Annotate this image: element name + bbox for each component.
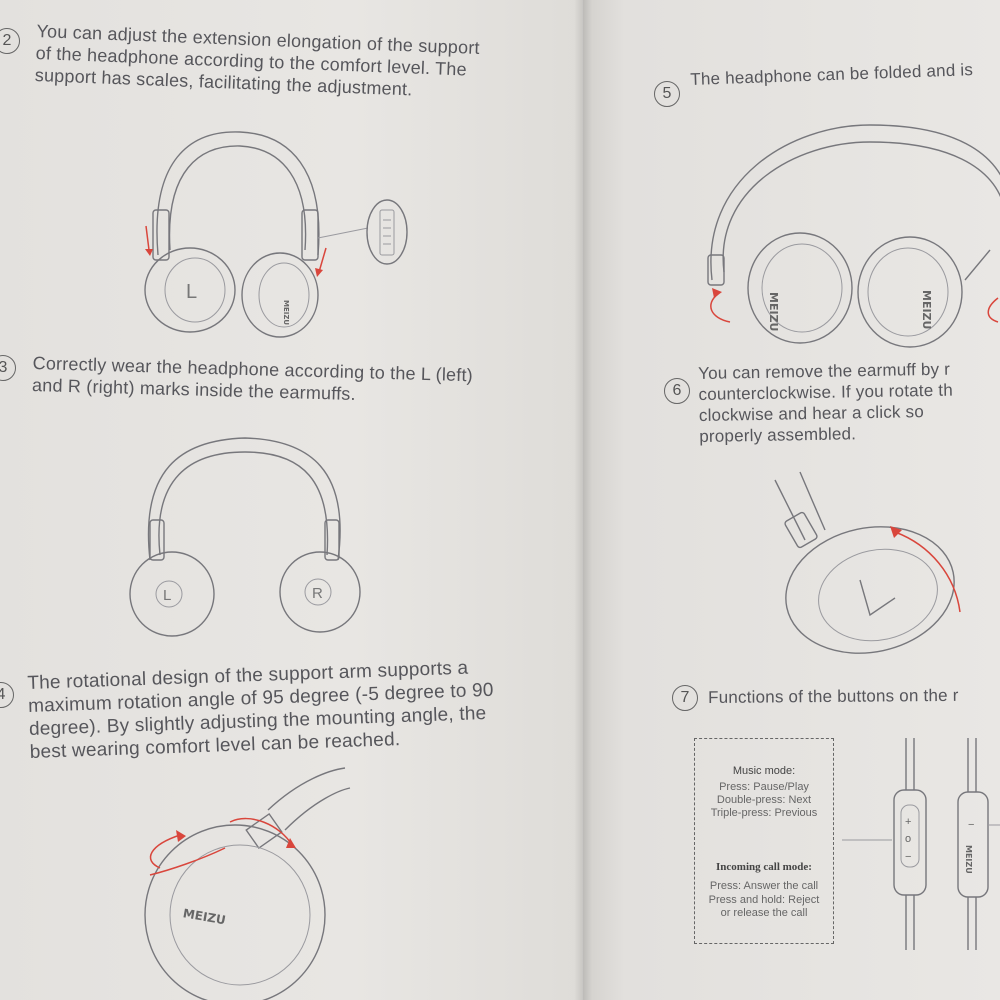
meizu-logo-remote: MEIZU	[964, 845, 973, 874]
right-page	[583, 0, 1000, 1000]
meizu-logo-small: MEIZU	[282, 300, 290, 325]
music-mode-item-1: Press: Pause/Play	[719, 781, 809, 793]
step-number-2: 2	[0, 28, 20, 54]
headphone-wear-illustration: L R	[129, 437, 361, 637]
meizu-logo-right-cup: MEIZU	[920, 290, 933, 329]
page-gutter	[574, 0, 592, 1000]
headphone-fold-illustration: MEIZU MEIZU	[707, 124, 1000, 348]
call-mode-item-1: Press: Answer the call	[709, 880, 819, 892]
right-ear-mark: R	[312, 585, 323, 602]
music-mode-heading: Music mode:	[732, 765, 796, 777]
left-ear-mark: L	[163, 587, 171, 604]
step-number-6: 6	[664, 378, 690, 404]
l-mark-rotated	[859, 579, 896, 617]
volume-down-icon: −	[905, 851, 911, 863]
call-mode-item-2: Press and hold: Reject	[708, 894, 820, 906]
headphone-adjust-illustration: L MEIZU	[144, 131, 408, 338]
headphone-rotation-illustration: MEIZU	[144, 767, 351, 1000]
music-mode-item-3: Triple-press: Previous	[710, 807, 818, 819]
step-number-5: 5	[654, 81, 680, 107]
music-mode-item-2: Double-press: Next	[716, 794, 812, 806]
step-number-7: 7	[672, 685, 698, 711]
left-mark-icon: L	[186, 281, 197, 303]
left-page	[0, 0, 585, 1000]
earmuff-removal-illustration	[774, 471, 961, 654]
button-functions-box: Music mode: Press: Pause/Play Double-pre…	[694, 738, 834, 944]
volume-up-icon: +	[905, 816, 911, 828]
call-mode-heading: Incoming call mode:	[716, 861, 812, 873]
meizu-logo-left-cup: MEIZU	[767, 292, 780, 331]
remote-minus-icon: −	[968, 819, 974, 831]
call-mode-item-3: or release the call	[720, 907, 808, 919]
play-button-icon: o	[905, 833, 911, 845]
